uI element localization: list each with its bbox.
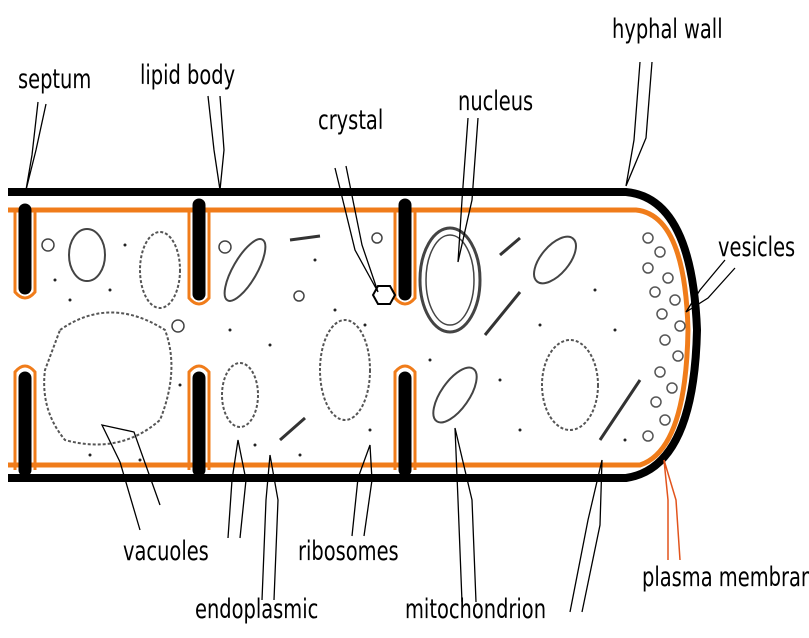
pointer-arrows — [26, 62, 735, 612]
label-plasma-membrane: plasma membrane — [642, 564, 809, 591]
vacuoles — [44, 232, 598, 445]
vacuole-small-1 — [140, 232, 180, 308]
vacuole-small-2 — [222, 363, 258, 427]
arrow-endoplasmic-2 — [228, 440, 246, 538]
vacuole-small-4 — [542, 340, 598, 430]
label-septum: septum — [18, 66, 91, 93]
endoplasmic-reticulum — [280, 236, 640, 440]
arrow-plasma-membrane — [570, 460, 602, 612]
label-vacuoles: vacuoles — [123, 538, 209, 565]
arrow-septum — [26, 102, 46, 190]
label-lipid-body: lipid body — [140, 62, 235, 89]
mitochondria — [69, 229, 584, 429]
label-crystal: crystal — [318, 107, 383, 134]
label-mitochondrion: mitochondrion — [405, 596, 546, 623]
lipid-bodies — [42, 233, 382, 332]
arrow-mitochondrion — [455, 428, 476, 602]
label-endoplasmic: endoplasmic — [195, 596, 318, 623]
nucleus — [420, 228, 480, 332]
arrow-plasma-membrane-orange — [664, 460, 680, 560]
arrow-hyphal-wall — [626, 62, 652, 186]
hyphal-wall — [8, 192, 697, 478]
large-vacuole — [44, 313, 171, 445]
septa — [25, 205, 405, 470]
label-nucleus: nucleus — [458, 88, 533, 115]
arrow-crystal — [335, 166, 378, 292]
vacuole-small-3 — [320, 320, 370, 420]
label-vesicles: vesicles — [718, 234, 795, 261]
arrow-ribosomes — [352, 445, 372, 536]
label-ribosomes: ribosomes — [298, 538, 399, 565]
arrow-lipid-body — [208, 96, 224, 190]
label-hyphal-wall: hyphal wall — [612, 16, 723, 43]
